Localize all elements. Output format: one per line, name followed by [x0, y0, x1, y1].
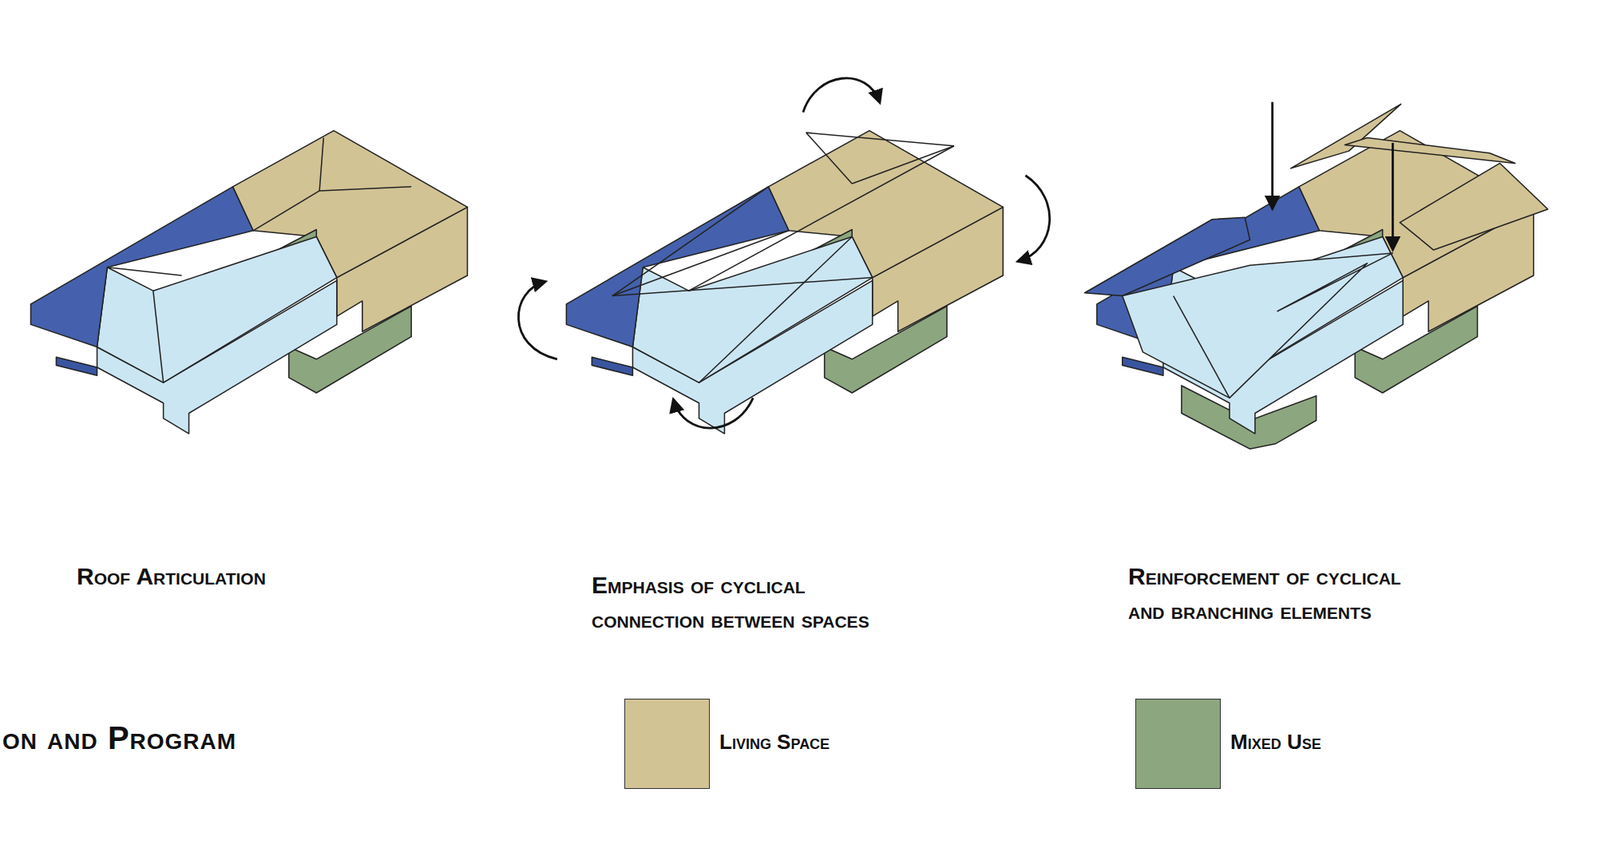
reinforcement-figure [1085, 103, 1549, 449]
legend-swatch [624, 698, 710, 789]
step-caption: Emphasis of cyclical connection between … [591, 567, 915, 637]
step-caption: Roof Articulation [76, 558, 266, 594]
legend-label: Living Space [719, 728, 830, 756]
cyclical-connection-figure [566, 130, 1003, 435]
reinforcement-arrows [1272, 102, 1394, 250]
cycle-arrows [518, 78, 1050, 428]
roof-articulation-figure [31, 130, 468, 435]
step-caption: Reinforcement of cyclical and branching … [1128, 558, 1444, 628]
diagram-title: on and Program [2, 718, 237, 757]
legend-label: Mixed Use [1230, 728, 1322, 756]
legend-swatch [1135, 698, 1221, 789]
